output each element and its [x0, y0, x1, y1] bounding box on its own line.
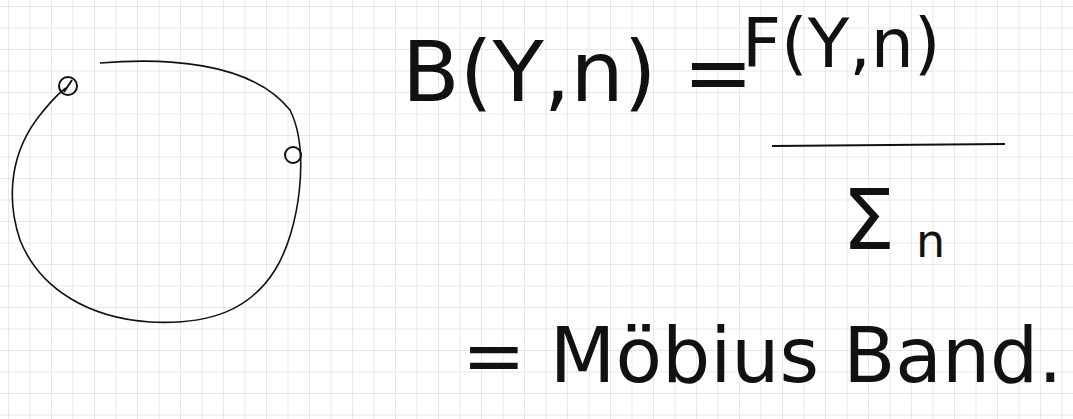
marked-point	[59, 77, 77, 95]
closed-loop	[12, 61, 300, 322]
subscript: n	[916, 218, 945, 264]
fraction-bar	[772, 144, 1005, 146]
sum-symbol: Σ	[842, 178, 895, 262]
numerator: F(Y,n)	[742, 10, 940, 78]
point-stroke	[64, 80, 72, 92]
marked-point	[285, 147, 301, 163]
formula-lhs: B(Y,n) =	[402, 30, 754, 114]
result-text: = Möbius Band.	[462, 318, 1062, 394]
